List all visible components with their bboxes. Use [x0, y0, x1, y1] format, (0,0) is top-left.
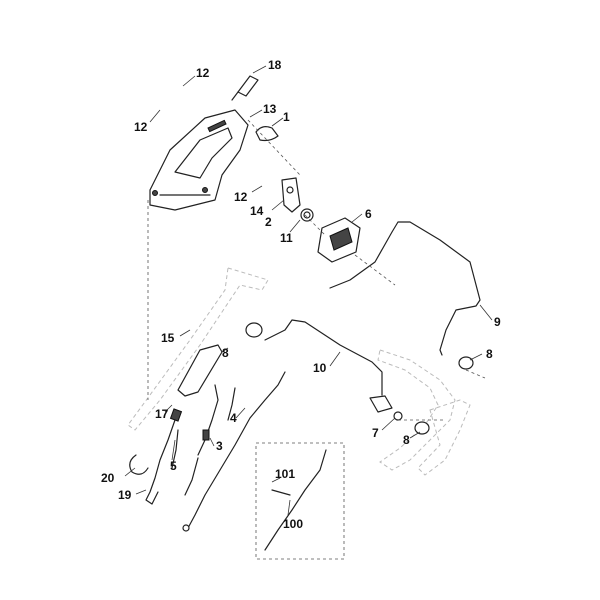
callout-8b: 8 — [486, 347, 493, 361]
connector-part-18 — [231, 75, 259, 101]
callout-7: 7 — [372, 426, 379, 440]
rod-part-10 — [264, 319, 393, 413]
bushing-part-8a — [245, 322, 263, 338]
callout-6: 6 — [365, 207, 372, 221]
callout-5: 5 — [170, 459, 177, 473]
callout-20: 20 — [101, 471, 115, 485]
callout-12b: 12 — [134, 120, 148, 134]
callout-12a: 12 — [196, 66, 210, 80]
callout-10: 10 — [313, 361, 327, 375]
knob-part-1 — [255, 126, 279, 142]
callout-15: 15 — [161, 331, 175, 345]
lever-part-2 — [281, 177, 301, 213]
callout-19: 19 — [118, 488, 132, 502]
callout-4: 4 — [230, 411, 237, 425]
callout-11: 11 — [280, 231, 293, 245]
control-block-part-6 — [317, 217, 361, 263]
gear-part-11 — [300, 208, 314, 222]
clip-part-7 — [393, 411, 403, 421]
callout-18: 18 — [268, 58, 282, 72]
bushing-part-8c — [414, 421, 430, 435]
assembly-guides — [147, 119, 486, 421]
callout-3: 3 — [216, 439, 223, 453]
callout-17: 17 — [155, 407, 169, 421]
callout-9: 9 — [494, 315, 501, 329]
cable-part-3 — [197, 384, 236, 456]
leader-lines — [124, 65, 493, 516]
handle-console — [149, 109, 249, 211]
callout-101: 101 — [275, 467, 295, 481]
callout-13: 13 — [263, 102, 277, 116]
inset-box — [255, 442, 345, 560]
ring-part-20 — [129, 454, 149, 475]
callout-8c: 8 — [403, 433, 410, 447]
cable-part-5 — [171, 429, 199, 496]
callout-8a: 8 — [222, 346, 229, 360]
bushing-part-8b — [458, 356, 474, 370]
callout-14: 14 — [250, 204, 264, 218]
callout-12c: 12 — [234, 190, 248, 204]
cable-part-4 — [182, 371, 286, 532]
bail-rod-part-9 — [329, 221, 481, 356]
cable-hook-part-19 — [145, 408, 183, 505]
lower-handle-ghost — [127, 267, 471, 476]
callout-1: 1 — [283, 110, 290, 124]
callout-100: 100 — [283, 517, 303, 531]
callout-2: 2 — [265, 215, 272, 229]
